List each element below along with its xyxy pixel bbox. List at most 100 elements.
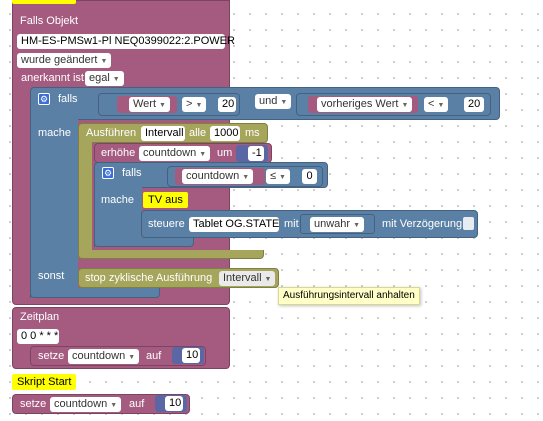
- dropdown-arrow-icon: ▼: [100, 58, 108, 65]
- gear-icon[interactable]: ⚙: [38, 93, 50, 105]
- event-type-dropdown[interactable]: wurde geändert▼: [17, 53, 112, 68]
- if-block-outer-bottom: [30, 288, 160, 298]
- interval-block-bottom: [78, 250, 264, 259]
- event-block-title: Falls Objekt: [20, 15, 79, 27]
- if-block-inner-spine: [94, 185, 142, 247]
- value-text: Wert: [133, 98, 157, 110]
- object-id-field[interactable]: HM-ES-PMSw1-Pl NEQ0399022:2.POWER: [17, 34, 235, 49]
- control-mit-label: mit: [284, 218, 299, 230]
- if2-var-text: countdown: [186, 170, 240, 182]
- stop-label: stop zyklische Ausführung: [85, 272, 213, 284]
- start-var-dropdown[interactable]: countdown▼: [50, 397, 122, 412]
- if2-falls-label: falls: [122, 167, 142, 179]
- control-value-text: unwahr: [314, 218, 351, 230]
- if2-operator-text: ≤: [270, 170, 277, 182]
- dropdown-arrow-icon: ▼: [195, 102, 203, 109]
- number-text-1: 20: [222, 98, 235, 110]
- logic-operator-text: und: [259, 95, 278, 107]
- dropdown-arrow-icon: ▼: [128, 354, 136, 361]
- comment-skript-start-text: Skript Start: [17, 376, 72, 388]
- value-dropdown[interactable]: Wert▼: [129, 97, 170, 112]
- cron-text: 0 0 * * *: [21, 330, 59, 342]
- operator-dropdown-1[interactable]: >▼: [182, 97, 207, 112]
- ack-value-text: egal: [89, 72, 110, 84]
- operator-dropdown-2[interactable]: <▼: [424, 97, 449, 112]
- interval-block-spine: [78, 140, 92, 258]
- increment-value-field[interactable]: -1: [248, 146, 264, 161]
- schedule-var-dropdown[interactable]: countdown▼: [68, 349, 140, 364]
- control-delay-checkbox[interactable]: [463, 217, 474, 230]
- dropdown-arrow-icon: ▼: [242, 174, 250, 181]
- schedule-var-text: countdown: [72, 350, 126, 362]
- start-var-text: countdown: [54, 398, 108, 410]
- schedule-set-label: setze: [38, 350, 65, 362]
- dropdown-arrow-icon: ▼: [110, 402, 118, 409]
- interval-prefix: Ausführen: [86, 127, 137, 139]
- increment-label: erhöhe: [101, 147, 136, 159]
- control-target-field[interactable]: Tablet OG.STATE: [189, 217, 279, 232]
- interval-ms-field[interactable]: 1000: [210, 126, 240, 141]
- dropdown-arrow-icon: ▼: [353, 222, 361, 229]
- control-target-text: Tablet OG.STATE: [193, 218, 280, 230]
- dropdown-arrow-icon: ▼: [199, 151, 207, 158]
- start-value-field[interactable]: 10: [165, 396, 183, 411]
- prev-value-text: vorheriges Wert: [321, 98, 399, 110]
- if2-number-field[interactable]: 0: [302, 169, 317, 184]
- if2-operator-dropdown[interactable]: ≤▼: [266, 169, 290, 184]
- tooltip: Ausführungsintervall anhalten: [278, 287, 420, 305]
- object-id-text: HM-ES-PMSw1-Pl NEQ0399022:2.POWER: [21, 35, 235, 47]
- if-block-inner-bottom: [94, 238, 194, 247]
- increment-value-text: -1: [252, 147, 262, 159]
- interval-name-text: Intervall: [145, 127, 184, 139]
- schedule-auf-label: auf: [146, 350, 162, 362]
- dropdown-arrow-icon: ▼: [279, 174, 286, 181]
- control-delay-label: mit Verzögerung: [382, 218, 463, 230]
- ack-dropdown[interactable]: egal▼: [85, 71, 124, 86]
- dropdown-arrow-icon: ▼: [112, 76, 120, 83]
- if2-number-text: 0: [306, 170, 313, 182]
- operator-text-1: >: [186, 98, 193, 110]
- if2-mache-label: mache: [101, 194, 135, 206]
- start-value-text: 10: [169, 397, 182, 409]
- if2-var-dropdown[interactable]: countdown▼: [182, 169, 254, 184]
- schedule-value-text: 10: [186, 349, 199, 361]
- stop-var-text: Intervall: [223, 272, 262, 284]
- start-set-label: setze: [20, 398, 47, 410]
- if-sonst-label: sonst: [38, 270, 65, 282]
- operator-text-2: <: [428, 98, 435, 110]
- increment-var-dropdown[interactable]: countdown▼: [139, 146, 211, 161]
- interval-ms-label: ms: [245, 127, 260, 139]
- prev-value-dropdown[interactable]: vorheriges Wert▼: [317, 97, 413, 112]
- interval-ms-text: 1000: [214, 127, 239, 139]
- event-type-text: wurde geändert: [21, 54, 98, 66]
- schedule-title: Zeitplan: [20, 311, 60, 323]
- comment-tv-aus[interactable]: TV aus: [143, 192, 188, 208]
- if-block-outer-spine: [30, 115, 78, 298]
- gear-icon[interactable]: ⚙: [102, 167, 114, 179]
- interval-every-label: alle: [189, 127, 207, 139]
- start-auf-label: auf: [129, 398, 145, 410]
- dropdown-arrow-icon: ▼: [159, 102, 166, 109]
- stop-var-dropdown[interactable]: Intervall▼: [219, 271, 276, 286]
- cron-field[interactable]: 0 0 * * *: [17, 329, 59, 344]
- number-field-1[interactable]: 20: [218, 97, 236, 112]
- dropdown-arrow-icon: ▼: [437, 102, 445, 109]
- increment-var-text: countdown: [143, 147, 197, 159]
- ack-label: anerkannt ist: [21, 72, 84, 84]
- number-text-2: 20: [468, 98, 481, 110]
- if-mache-label: mache: [38, 127, 72, 139]
- interval-name-field[interactable]: Intervall: [141, 126, 185, 141]
- logic-operator-dropdown[interactable]: und▼: [255, 94, 292, 109]
- dropdown-arrow-icon: ▼: [280, 99, 288, 106]
- if-falls-label: falls: [58, 93, 78, 105]
- comment-skript-start[interactable]: Skript Start: [12, 374, 77, 390]
- control-label: steuere: [148, 218, 185, 230]
- increment-um-label: um: [217, 147, 233, 159]
- control-value-dropdown[interactable]: unwahr▼: [310, 217, 365, 232]
- comment-tv-aus-text: TV aus: [148, 194, 183, 206]
- schedule-value-field[interactable]: 10: [182, 348, 200, 363]
- number-field-2[interactable]: 20: [464, 97, 484, 112]
- dropdown-arrow-icon: ▼: [401, 102, 409, 109]
- tooltip-text: Ausführungsintervall anhalten: [283, 290, 415, 301]
- dropdown-arrow-icon: ▼: [264, 276, 272, 283]
